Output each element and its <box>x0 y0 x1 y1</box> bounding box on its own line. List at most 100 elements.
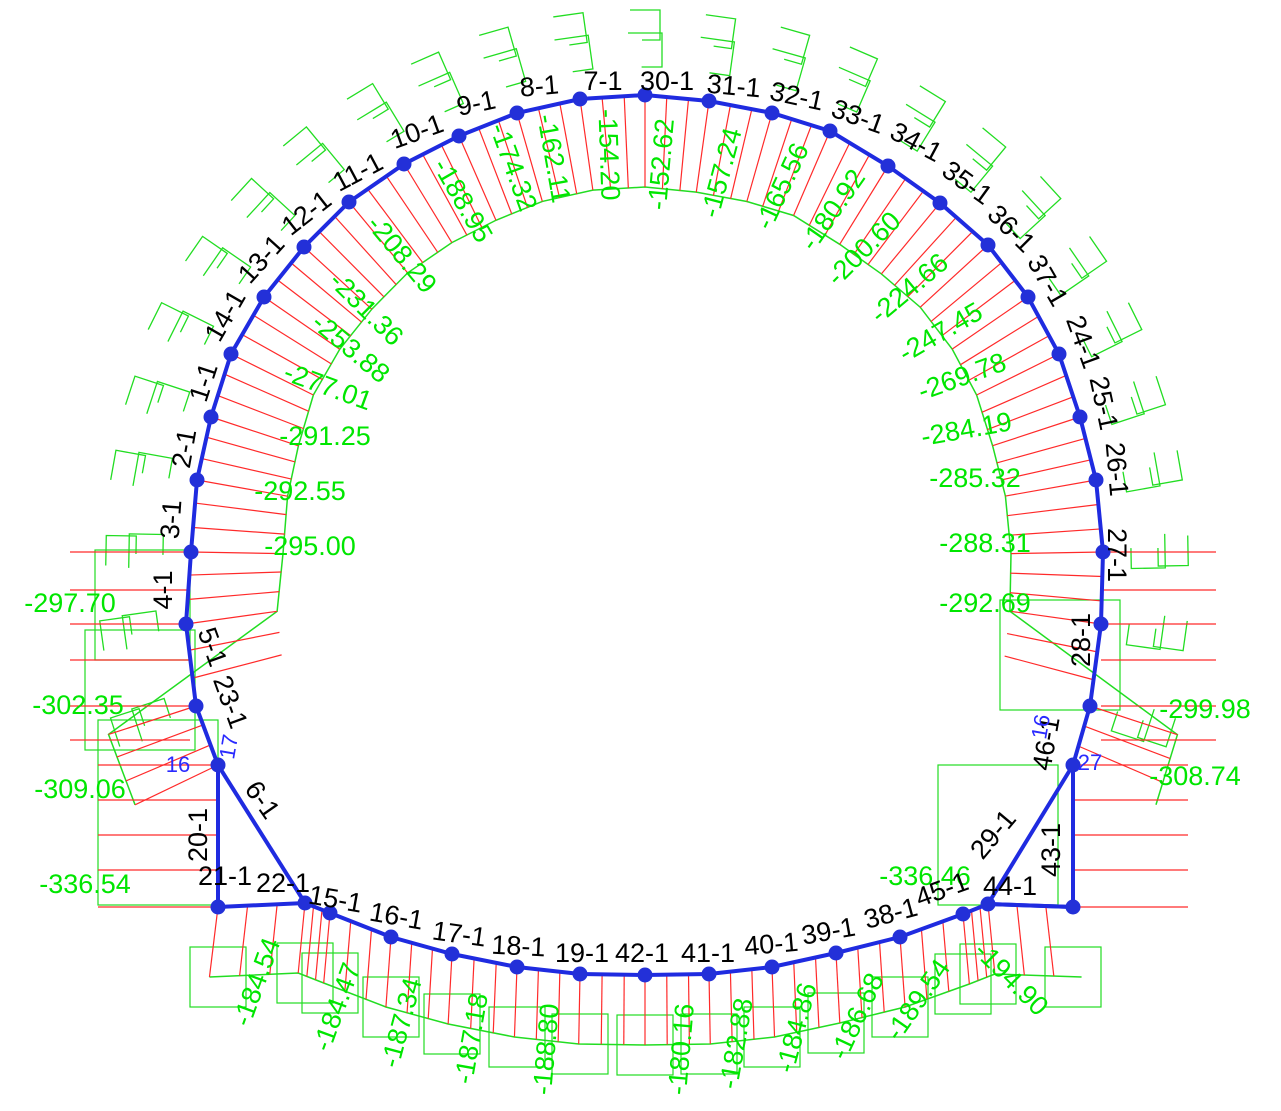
envelope-bracket <box>479 26 518 62</box>
node-label: 27-1 <box>1102 528 1132 582</box>
node-dot <box>383 929 399 945</box>
node-label: 9-1 <box>454 84 498 121</box>
node-dot <box>1072 409 1088 425</box>
force-value-label: -336.54 <box>39 869 131 899</box>
force-hatch-line <box>277 279 352 337</box>
force-hatch-line <box>1016 904 1025 976</box>
envelope-bracket <box>972 127 1007 172</box>
force-hatch-line <box>951 296 1029 350</box>
envelope-bracket <box>230 177 275 213</box>
envelope-bracket <box>1106 302 1143 344</box>
force-hatch-line <box>303 246 373 310</box>
force-value-label: -302.35 <box>32 690 124 720</box>
force-hatch-line <box>241 334 323 381</box>
force-value-label: -152.62 <box>642 117 680 211</box>
force-hatch-line <box>290 262 363 323</box>
node-dot <box>210 757 226 773</box>
envelope-box <box>807 992 865 1054</box>
node-dot <box>178 616 194 632</box>
force-hatch-line <box>116 724 204 758</box>
envelope-bracket <box>954 143 994 194</box>
force-hatch-layer <box>70 95 1216 1045</box>
node-label: 22-1 <box>256 868 310 898</box>
force-hatch-line <box>992 416 1081 447</box>
force-hatch-line <box>687 974 690 1045</box>
force-hatch-line <box>190 551 283 555</box>
envelope-bracket <box>282 126 327 163</box>
force-hatch-line <box>497 120 529 208</box>
envelope-bracket <box>780 26 811 65</box>
envelope-bracket <box>295 142 346 184</box>
node-label: 41-1 <box>681 938 735 968</box>
node-dot <box>764 959 780 975</box>
envelope-bracket <box>554 34 594 73</box>
node-label: 3-1 <box>155 499 188 540</box>
force-hatch-line <box>907 231 974 298</box>
envelope-bracket <box>1104 381 1146 426</box>
force-hatch-line <box>679 99 690 191</box>
node-dot <box>980 896 996 912</box>
node-dot <box>183 544 199 560</box>
force-hatch-line <box>406 942 413 1013</box>
envelope-box <box>551 1013 609 1075</box>
force-hatch-line <box>427 948 434 1019</box>
node-dot <box>203 409 219 425</box>
node-label: 24-1 <box>1060 311 1107 372</box>
force-hatch-line <box>894 216 957 286</box>
force-value-label: -187.34 <box>375 975 428 1071</box>
node-dot <box>1093 616 1109 632</box>
envelope-bracket <box>128 533 164 568</box>
node-dot <box>892 929 908 945</box>
envelope-bracket <box>356 101 405 143</box>
node-label: 38-1 <box>861 892 921 935</box>
node-dot <box>955 906 971 922</box>
node-dot <box>980 237 996 253</box>
force-hatch-line <box>210 416 299 447</box>
force-hatch-line <box>942 921 950 992</box>
node-label: 40-1 <box>743 927 799 962</box>
force-hatch-line <box>853 178 907 255</box>
force-hatch-line <box>385 936 392 1008</box>
force-value-label: -182.88 <box>713 996 758 1091</box>
envelope-bracket <box>628 32 663 68</box>
force-value-label: -186.68 <box>824 968 890 1064</box>
node-label: 8-1 <box>518 69 559 102</box>
envelope-bracket <box>1071 236 1108 280</box>
node-dot <box>322 905 338 921</box>
node-dot <box>444 946 460 962</box>
force-hatch-line <box>318 231 385 298</box>
force-hatch-line <box>224 373 309 412</box>
force-value-label: -292.69 <box>939 588 1031 618</box>
force-value-label: -336.46 <box>879 861 971 891</box>
force-hatch-line <box>478 127 513 215</box>
force-hatch-line <box>189 571 282 576</box>
force-hatch-line <box>920 929 928 1000</box>
force-hatch-line <box>579 98 594 191</box>
node-label: 4-1 <box>148 570 178 609</box>
force-hatch-line <box>422 154 468 236</box>
envelope-box <box>301 952 359 1014</box>
force-hatch-line <box>919 244 989 308</box>
force-value-label: -157.24 <box>695 125 748 221</box>
force-hatch-line <box>857 947 863 1018</box>
node-dot <box>1082 698 1098 714</box>
force-hatch-line <box>1006 503 1099 517</box>
force-value-label: -187.18 <box>448 991 493 1086</box>
force-hatch-line <box>403 163 453 243</box>
force-hatch-line <box>365 929 373 1000</box>
force-hatch-line <box>208 906 219 978</box>
force-hatch-line <box>253 314 332 365</box>
node-label: 20-1 <box>183 808 213 862</box>
force-value-label: -284.19 <box>919 406 1014 451</box>
node-label: 21-1 <box>198 861 252 891</box>
envelope-bracket <box>913 85 947 128</box>
envelope-bracket <box>1122 452 1161 493</box>
envelope-bracket <box>202 246 252 285</box>
force-hatch-line <box>601 97 612 190</box>
force-hatch-line <box>839 165 889 245</box>
envelope-box <box>189 946 247 1008</box>
envelope-bracket <box>124 375 165 405</box>
